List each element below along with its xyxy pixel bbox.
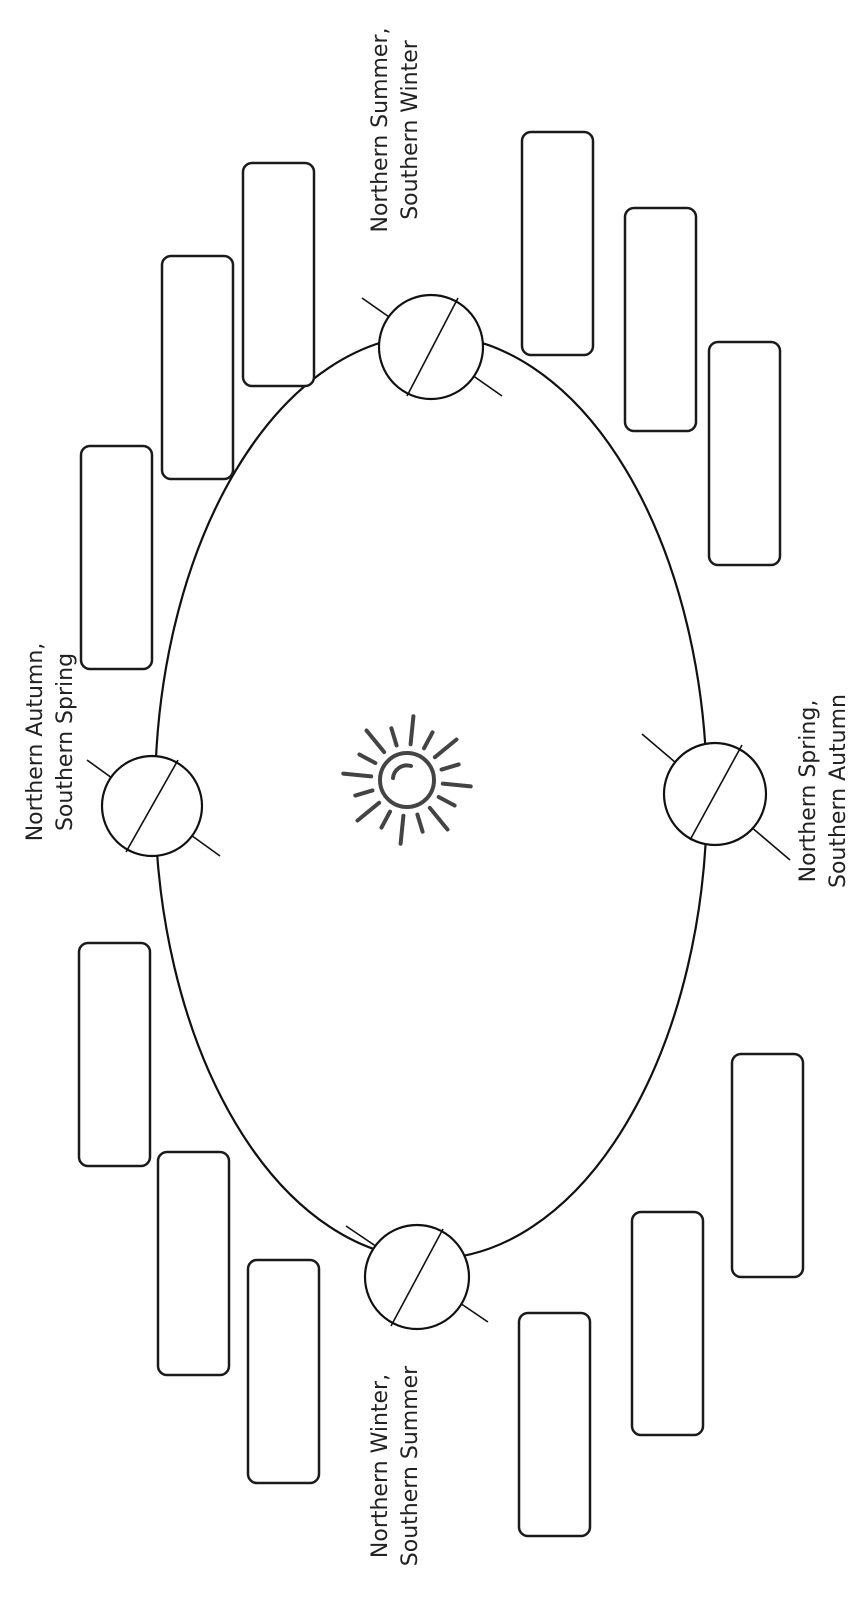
earth-icon: [87, 756, 220, 856]
label-autumn-line2: Southern Spring: [53, 653, 78, 831]
sun-ray: [355, 790, 372, 795]
answer-box[interactable]: [81, 446, 152, 669]
label-spring: Northern Spring, Southern Autumn: [796, 694, 851, 888]
label-winter: Northern Winter, Southern Summer: [368, 1365, 423, 1566]
earth-icon: [362, 295, 502, 399]
earth-icon: [642, 734, 790, 860]
label-winter-line2: Southern Summer: [398, 1365, 423, 1566]
answer-box[interactable]: [632, 1212, 703, 1435]
sun-ray: [443, 784, 471, 787]
answer-box[interactable]: [625, 208, 696, 431]
answer-box[interactable]: [732, 1054, 803, 1277]
answer-box[interactable]: [709, 342, 780, 565]
sun-ray: [442, 764, 459, 769]
sun-ray: [401, 816, 404, 844]
sun-ray: [430, 808, 448, 830]
answer-box[interactable]: [243, 163, 314, 386]
sun-ray: [382, 812, 391, 828]
label-spring-line2: Southern Autumn: [826, 694, 851, 888]
answer-box[interactable]: [79, 943, 150, 1166]
sun-ray: [358, 803, 380, 821]
answer-box[interactable]: [158, 1152, 229, 1375]
label-autumn-line1: Northern Autumn,: [23, 643, 48, 842]
sun-ray: [411, 716, 414, 744]
sun-ray: [439, 797, 455, 806]
label-summer-line2: Southern Winter: [398, 39, 423, 220]
label-autumn: Northern Autumn, Southern Spring: [23, 643, 78, 842]
sun-ray: [424, 732, 433, 748]
sun-ray: [417, 815, 422, 832]
earth-orbit: [155, 335, 707, 1259]
answer-box[interactable]: [162, 256, 233, 479]
sun-ray: [391, 728, 396, 745]
label-winter-line1: Northern Winter,: [368, 1374, 393, 1558]
sun-ray: [435, 740, 457, 758]
sun-icon: [343, 716, 470, 843]
sun-ray: [343, 774, 371, 777]
earth-icon: [346, 1225, 488, 1329]
sun-ray: [359, 755, 375, 764]
answer-box[interactable]: [248, 1260, 319, 1483]
label-spring-line1: Northern Spring,: [796, 700, 821, 883]
answer-box[interactable]: [519, 1313, 590, 1536]
label-summer: Northern Summer, Southern Winter: [368, 27, 423, 232]
label-summer-line1: Northern Summer,: [368, 27, 393, 232]
answer-box[interactable]: [522, 132, 593, 355]
sun-ray: [367, 731, 385, 753]
